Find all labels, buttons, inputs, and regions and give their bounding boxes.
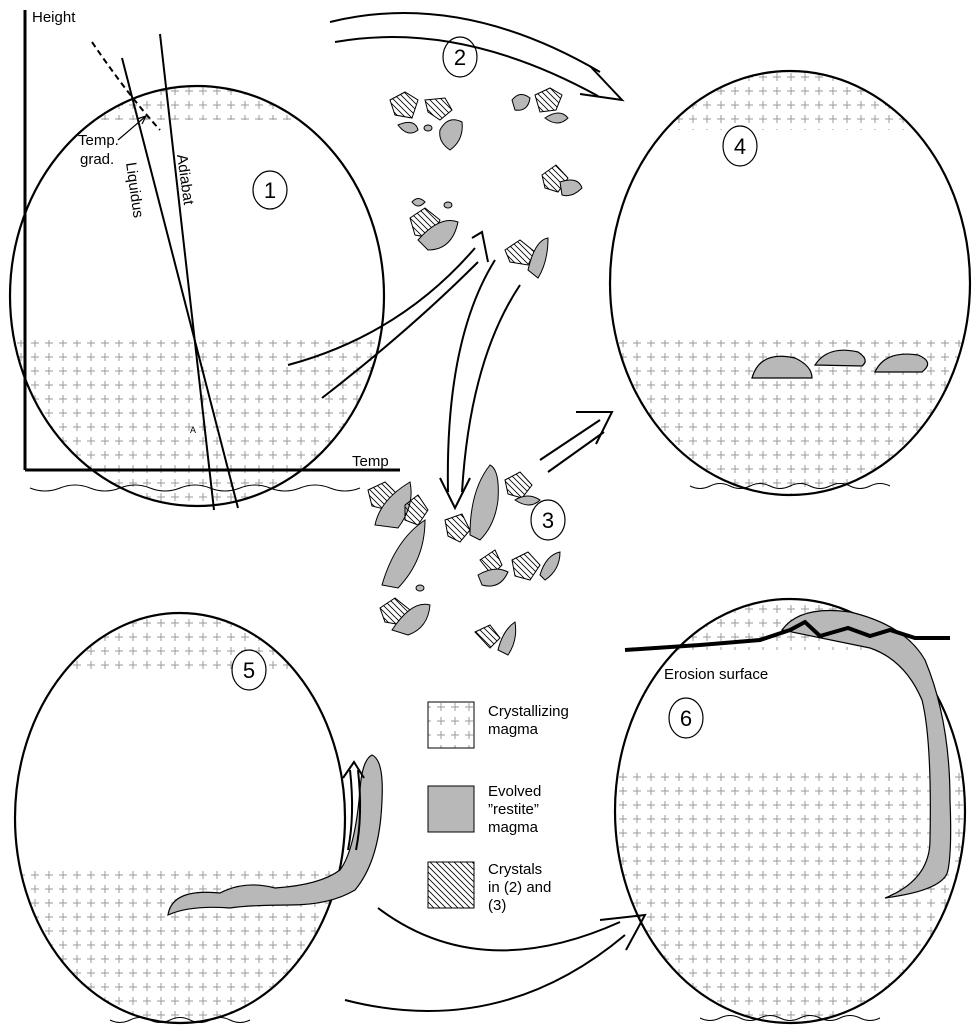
stage-3-badge: 3	[531, 500, 565, 540]
svg-text:in (2) and: in (2) and	[488, 879, 551, 896]
adiabat-label: Adiabat	[173, 153, 197, 207]
chamber-5	[10, 610, 382, 1029]
svg-text:4: 4	[734, 134, 746, 159]
svg-text:Crystals: Crystals	[488, 861, 542, 878]
temp-axis-label: Temp	[352, 453, 389, 470]
liquidus-label: Liquidus	[122, 161, 147, 219]
svg-text:magma: magma	[488, 819, 539, 836]
chamber-1	[0, 0, 400, 540]
erosion-surface-label: Erosion surface	[664, 666, 768, 683]
legend: Crystallizing magma Evolved ”restite” ma…	[428, 702, 569, 914]
height-axis-label: Height	[32, 9, 76, 26]
stage-3-crystals: 3	[368, 465, 565, 655]
svg-text:magma: magma	[488, 721, 539, 738]
svg-text:”restite”: ”restite”	[488, 801, 539, 818]
svg-text:6: 6	[680, 706, 692, 731]
svg-text:5: 5	[243, 658, 255, 683]
arrow-5-to-6	[378, 908, 620, 950]
svg-text:3: 3	[542, 508, 554, 533]
temp-grad-label-1: Temp.	[78, 132, 119, 149]
stage-5-badge: 5	[232, 650, 266, 690]
svg-text:Crystallizing: Crystallizing	[488, 703, 569, 720]
temp-grad-label-2: grad.	[80, 151, 114, 168]
ascent-arrow-5	[348, 770, 352, 850]
arrow-3-to-4	[540, 420, 600, 460]
legend-evolved-restite: Evolved ”restite” magma	[428, 783, 541, 836]
chamber-4	[600, 60, 973, 510]
stage-1-badge: 1	[253, 171, 287, 209]
arrow-2-to-3	[448, 260, 495, 492]
svg-text:2: 2	[454, 45, 466, 70]
legend-crystals: Crystals in (2) and (3)	[428, 861, 551, 914]
stage-4-badge: 4	[723, 126, 757, 166]
svg-text:(3): (3)	[488, 897, 506, 914]
legend-crystallizing: Crystallizing magma	[428, 702, 569, 748]
chamber-6	[610, 590, 970, 1029]
svg-text:1: 1	[264, 178, 276, 203]
stage-6-badge: 6	[669, 698, 703, 738]
svg-text:Evolved: Evolved	[488, 783, 541, 800]
small-mark: A	[190, 425, 196, 435]
